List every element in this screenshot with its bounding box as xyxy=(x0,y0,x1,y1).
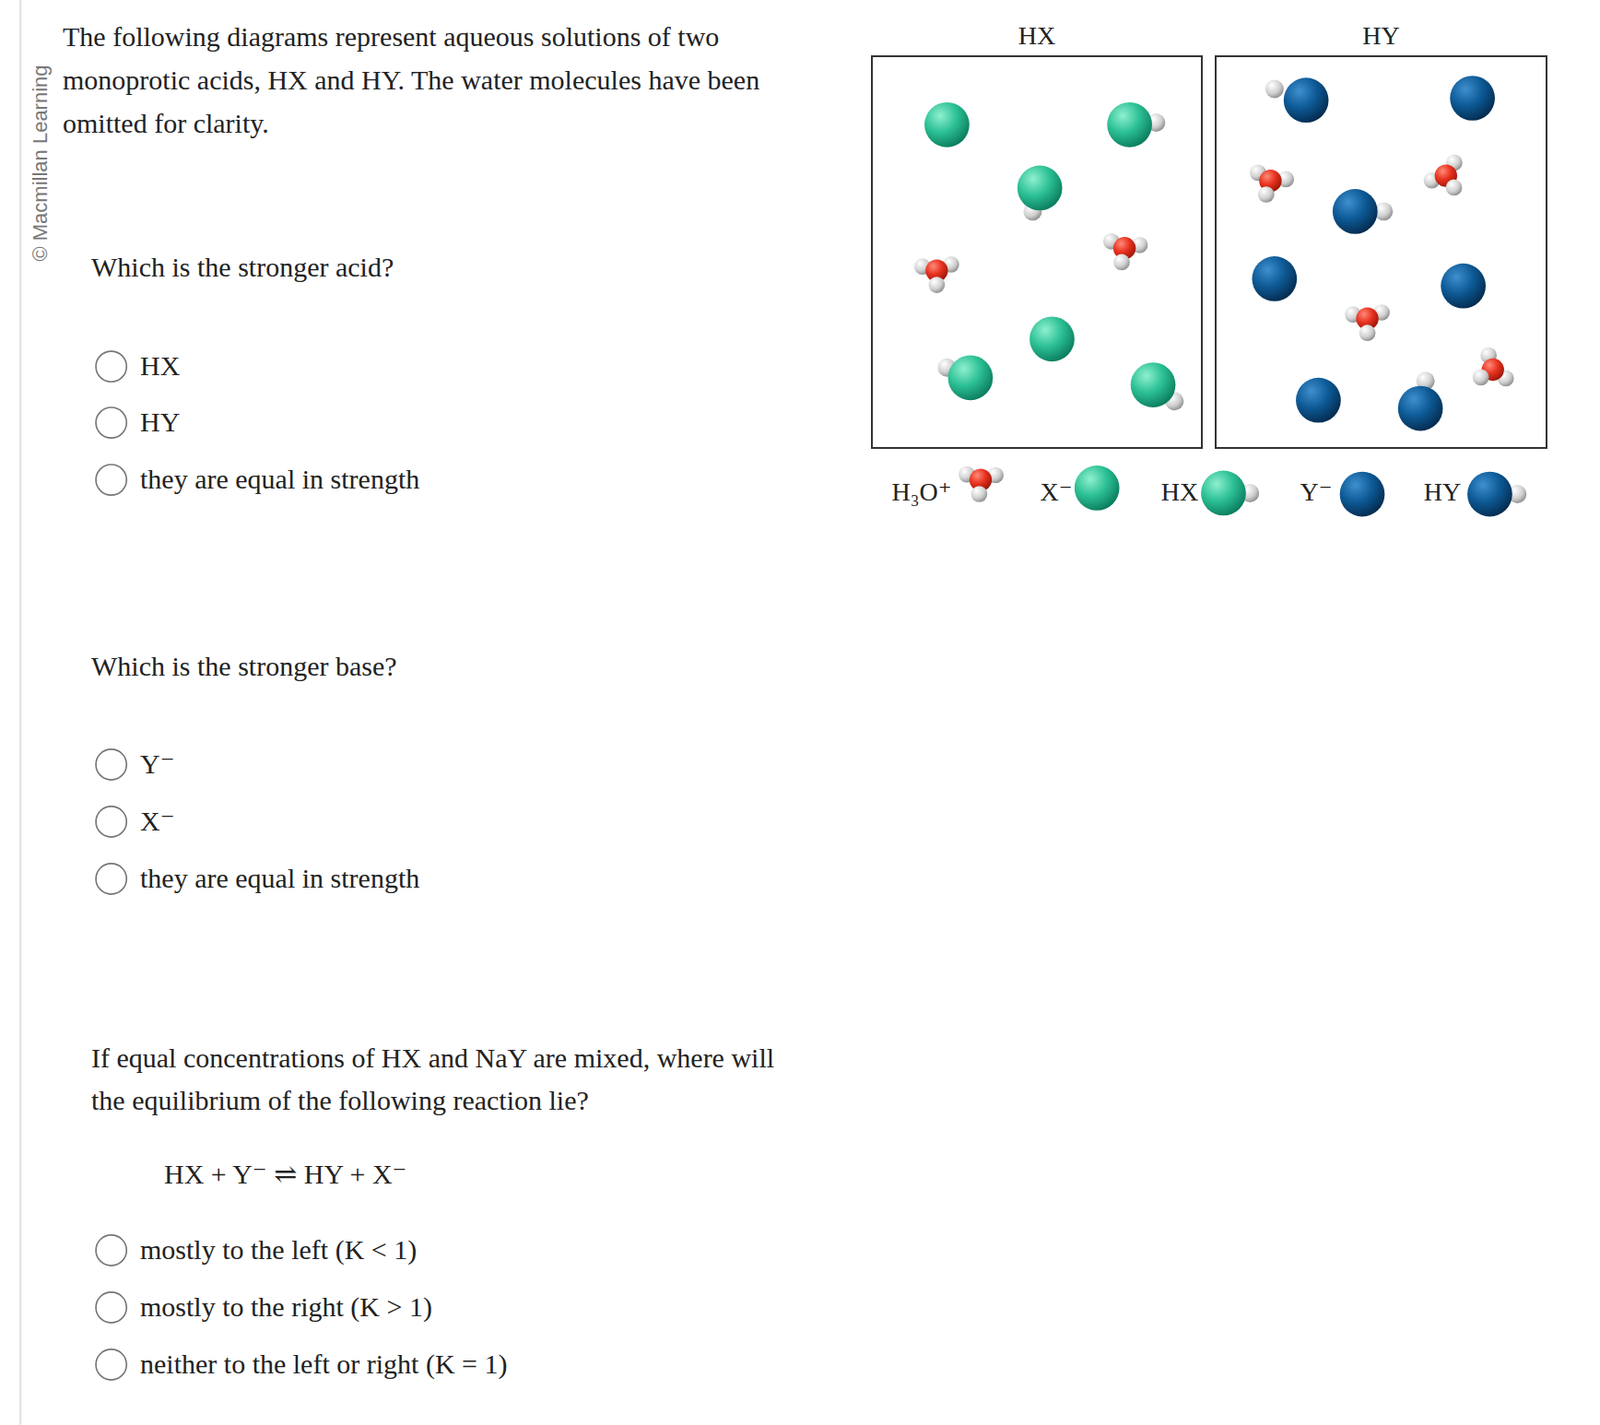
watermark: © Macmillan Learning xyxy=(28,43,53,283)
atom xyxy=(1295,377,1342,424)
atom xyxy=(929,276,946,294)
option: X⁻ xyxy=(140,804,176,838)
intro-text: The following diagrams represent aqueous… xyxy=(62,14,791,145)
question: If equal concentrations of HX and NaY ar… xyxy=(91,1036,792,1122)
atom xyxy=(1106,102,1153,148)
atom xyxy=(1467,471,1513,518)
atom xyxy=(948,355,994,401)
option: they are equal in strength xyxy=(140,462,420,496)
atom xyxy=(1446,179,1463,197)
atom xyxy=(1283,77,1330,123)
atom xyxy=(1200,470,1247,517)
atom xyxy=(1472,369,1490,387)
atom xyxy=(1440,263,1486,309)
box-heading: HX xyxy=(870,20,1203,52)
atom xyxy=(1340,471,1386,518)
option: they are equal in strength xyxy=(140,861,420,895)
equation: HX + Y⁻ ⇌ HY + X⁻ xyxy=(164,1157,407,1191)
option: mostly to the left (K < 1) xyxy=(140,1233,417,1267)
atom xyxy=(924,102,970,148)
legend-label: H₃O⁺ xyxy=(892,476,953,508)
solution-box: HX xyxy=(870,20,1203,449)
atom xyxy=(1398,386,1444,432)
atom xyxy=(1074,465,1120,511)
question: Which is the stronger acid? xyxy=(91,250,394,284)
box-border xyxy=(870,55,1203,449)
box-border xyxy=(1214,55,1548,449)
question: Which is the stronger base? xyxy=(91,649,398,683)
legend-label: X⁻ xyxy=(1040,476,1073,508)
option: mostly to the right (K > 1) xyxy=(140,1290,433,1324)
atom xyxy=(1258,186,1275,203)
legend-label: HX xyxy=(1161,476,1199,508)
option: HX xyxy=(140,349,180,383)
atom xyxy=(971,485,989,503)
atom xyxy=(1017,165,1063,212)
atom xyxy=(1251,256,1297,302)
atom xyxy=(1449,75,1495,121)
legend-label: Y⁻ xyxy=(1300,476,1333,508)
atom xyxy=(1029,316,1075,362)
box-heading: HY xyxy=(1214,20,1548,52)
legend-label: HY xyxy=(1423,476,1461,508)
atom xyxy=(1332,188,1378,235)
atom xyxy=(1130,362,1177,408)
atom xyxy=(1113,254,1130,271)
atom xyxy=(1359,324,1377,342)
option: HY xyxy=(140,405,180,439)
solution-box: HY xyxy=(1214,20,1548,449)
option: Y⁻ xyxy=(140,747,176,781)
option: neither to the left or right (K = 1) xyxy=(140,1347,507,1381)
atom xyxy=(1265,80,1284,99)
